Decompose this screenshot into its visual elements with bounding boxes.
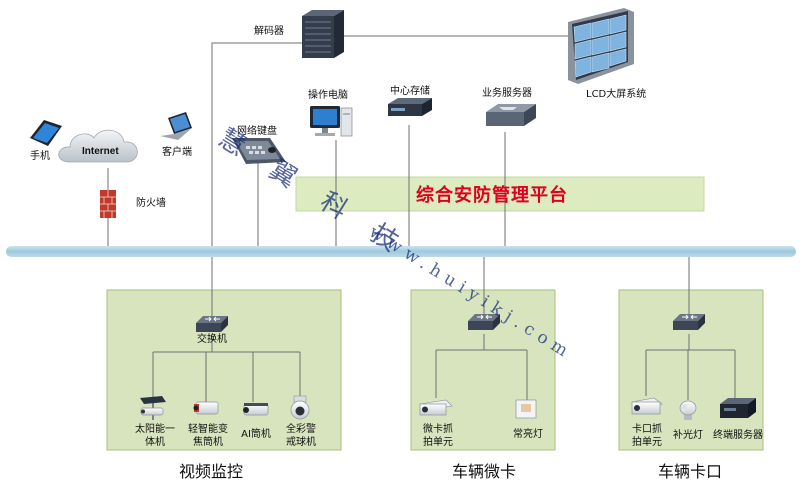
device-label: AI筒机 [241,429,271,440]
zone-title: 车辆微卡 [451,462,517,481]
lcd-wall-icon [568,8,634,84]
network-keyboard-icon [232,138,286,164]
device-label: 补光灯 [673,430,703,441]
device-label: 常亮灯 [513,429,543,440]
terminal-server-icon [720,398,756,418]
zone-title: 视频监控 [178,462,244,481]
solar-camera-icon [140,396,166,420]
micro-capture-unit-icon [419,399,453,416]
platform-band [295,176,705,212]
decoder-label: 解码器 [254,26,284,37]
dome-camera-icon [290,395,310,420]
platform-title: 综合安防管理平台 [416,185,568,206]
device-label: 终端服务器 [713,430,763,441]
tablet-icon [30,120,62,146]
lcd-wall-label: LCD大屏系统 [586,89,647,100]
internet-label: Internet [82,146,119,157]
business-server-icon [486,104,536,126]
storage-icon [388,98,432,116]
switch-label: 交换机 [197,334,227,345]
network-bus [6,246,796,257]
firewall-label: 防火墙 [136,198,166,209]
varifocal-bullet-camera-icon [193,401,219,415]
device-label: 微卡抓 拍单元 [423,424,453,448]
internet-cloud-icon [58,129,138,163]
storage-label: 中心存储 [390,86,430,97]
device-label: 太阳能一 体机 [135,424,175,448]
connection-lines [107,35,736,402]
fill-light-icon [679,400,697,420]
constant-light-icon [515,399,537,419]
device-label: 卡口抓 拍单元 [632,424,662,448]
zone-title: 车辆卡口 [657,462,723,481]
firewall-icon [100,190,116,218]
business-server-label: 业务服务器 [482,88,532,99]
device-label: 全彩警 戒球机 [286,424,316,448]
operator-pc-icon [310,106,353,137]
ai-bullet-camera-icon [243,403,269,416]
switch-icon [195,315,229,333]
network-keyboard-label: 网络键盘 [237,126,277,137]
checkpoint-capture-unit-icon [631,397,663,415]
phone-label: 手机 [30,151,50,162]
device-label: 轻智能变 焦筒机 [188,424,228,448]
client-label: 客户端 [162,147,192,158]
decoder-icon [302,10,344,58]
switch-icon [672,313,706,331]
operator-pc-label: 操作电脑 [308,90,348,101]
laptop-icon [160,112,192,140]
